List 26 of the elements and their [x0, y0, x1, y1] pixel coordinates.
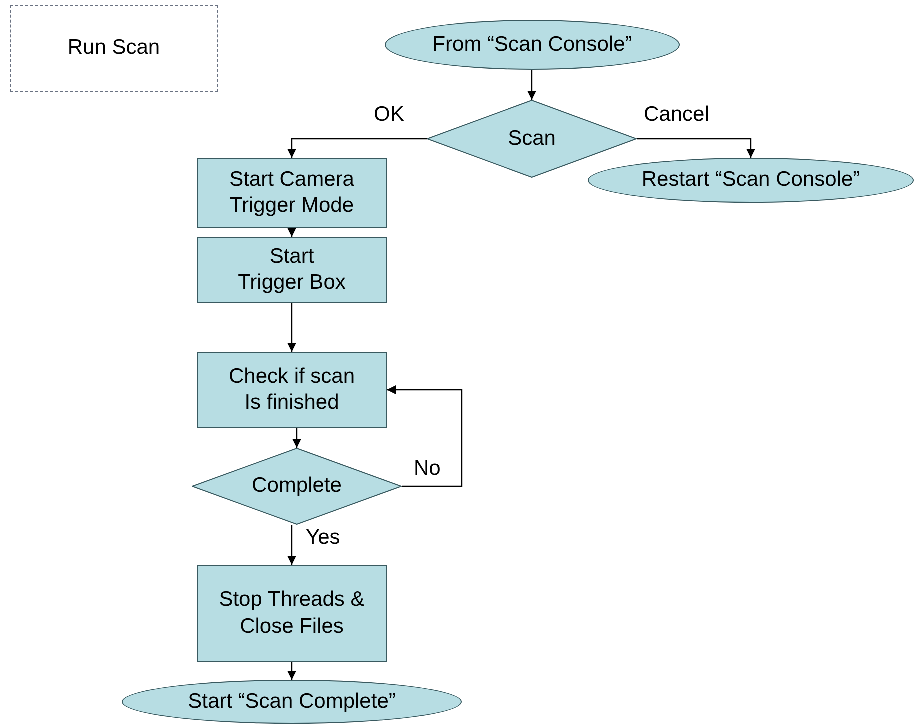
node-text: Start Trigger Box — [237, 244, 347, 296]
arrow — [637, 138, 756, 158]
arrow — [288, 662, 296, 680]
process-box — [197, 565, 387, 662]
arrow — [387, 386, 463, 488]
decision-diamond — [427, 100, 637, 178]
node-text: Run Scan — [68, 35, 160, 62]
process-box — [197, 158, 387, 228]
node-text: Complete — [252, 473, 342, 500]
node-text: Scan — [508, 126, 556, 152]
arrow — [288, 228, 296, 237]
arrow — [528, 70, 536, 100]
node-text: Stop Threads & Close Files — [218, 587, 366, 640]
node-text: From “Scan Console” — [432, 32, 632, 58]
arrow — [292, 428, 302, 448]
note-box — [10, 5, 218, 92]
node-text: Start Camera Trigger Mode — [228, 166, 356, 219]
node-text: Start “Scan Complete” — [188, 688, 396, 715]
arrow — [288, 303, 296, 352]
node-text: Restart “Scan Console” — [642, 167, 860, 194]
decision-diamond — [192, 448, 402, 525]
arrow — [288, 138, 427, 158]
process-box — [197, 237, 387, 303]
arrow — [288, 525, 296, 565]
node-text: Check if scan Is finished — [228, 364, 356, 416]
process-box — [197, 352, 387, 428]
